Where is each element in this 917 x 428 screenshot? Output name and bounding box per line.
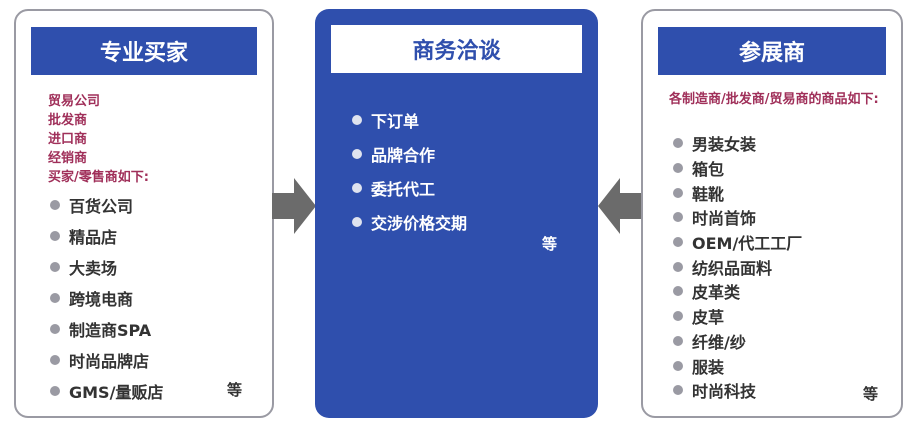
list-item-label: 跨境电商 [69, 289, 134, 309]
list-item: 男装女装 [673, 131, 802, 156]
bullet-icon [50, 230, 60, 241]
bullet-icon [50, 292, 60, 303]
list-item-label: 制造商SPA [69, 320, 152, 340]
negotiation-etc: 等 [542, 235, 558, 253]
list-item-label: 时尚品牌店 [69, 351, 150, 371]
negotiation-title: 商务洽谈 [331, 25, 582, 73]
bullet-icon [352, 149, 362, 159]
list-item: 纺织品面料 [673, 254, 802, 279]
bullet-icon [673, 138, 683, 149]
bullet-icon [352, 115, 362, 125]
list-item-label: 精品店 [69, 227, 118, 247]
list-item: 时尚首饰 [673, 205, 802, 230]
list-item-label: 纤维/纱 [692, 332, 746, 352]
list-item: 品牌合作 [352, 137, 467, 171]
buyers-intro-line: 贸易公司 [48, 94, 101, 109]
list-item: 大卖场 [50, 251, 163, 282]
bullet-icon [50, 199, 60, 210]
buyers-intro: 贸易公司 批发商 进口商 经销商 买家/零售商如下: [48, 92, 149, 187]
list-item: 委托代工 [352, 171, 467, 205]
bullet-icon [673, 237, 683, 248]
bullet-icon [50, 261, 60, 272]
bullet-icon [673, 286, 683, 297]
bullet-icon [673, 311, 683, 322]
list-item-label: 下订单 [371, 112, 420, 131]
exhibitors-panel: 参展商 各制造商/批发商/贸易商的商品如下: 男装女装 箱包 鞋靴 时尚首饰 O… [641, 9, 903, 418]
list-item-label: 大卖场 [69, 258, 118, 278]
bullet-icon [352, 217, 362, 227]
buyers-intro-line: 批发商 [48, 113, 88, 128]
list-item: 服装 [673, 353, 802, 378]
buyers-list: 百货公司 精品店 大卖场 跨境电商 制造商SPA 时尚品牌店 GMS/量贩店 [50, 189, 163, 406]
buyers-intro-line: 进口商 [48, 132, 88, 147]
arrow-right-icon [272, 178, 316, 234]
list-item: OEM/代工工厂 [673, 230, 802, 255]
list-item-label: 时尚科技 [692, 382, 757, 402]
list-item: 箱包 [673, 156, 802, 181]
bullet-icon [673, 385, 683, 396]
negotiation-list: 下订单 品牌合作 委托代工 交涉价格交期 [352, 103, 467, 239]
buyers-panel: 专业买家 贸易公司 批发商 进口商 经销商 买家/零售商如下: 百货公司 精品店… [14, 9, 274, 418]
bullet-icon [673, 163, 683, 174]
list-item: 百货公司 [50, 189, 163, 220]
list-item: 精品店 [50, 220, 163, 251]
list-item: 鞋靴 [673, 180, 802, 205]
buyers-intro-line: 买家/零售商如下: [48, 170, 149, 185]
list-item-label: 箱包 [692, 160, 725, 180]
list-item-label: 百货公司 [69, 196, 134, 216]
buyers-etc: 等 [227, 381, 243, 399]
list-item: 时尚科技 [673, 378, 802, 403]
list-item: 交涉价格交期 [352, 205, 467, 239]
list-item-label: 皮革类 [692, 283, 741, 303]
buyers-title: 专业买家 [31, 27, 257, 75]
list-item-label: 鞋靴 [692, 184, 725, 204]
bullet-icon [673, 335, 683, 346]
list-item-label: 品牌合作 [371, 146, 436, 165]
list-item: 皮革类 [673, 279, 802, 304]
list-item-label: 交涉价格交期 [371, 214, 468, 233]
buyers-intro-line: 经销商 [48, 151, 88, 166]
exhibitors-list: 男装女装 箱包 鞋靴 时尚首饰 OEM/代工工厂 纺织品面料 皮革类 皮草 纤维… [673, 131, 802, 403]
negotiation-panel: 商务洽谈 下订单 品牌合作 委托代工 交涉价格交期 等 [315, 9, 598, 418]
bullet-icon [50, 323, 60, 334]
list-item: 跨境电商 [50, 282, 163, 313]
bullet-icon [673, 360, 683, 371]
exhibitors-intro: 各制造商/批发商/贸易商的商品如下: [669, 92, 879, 107]
bullet-icon [673, 212, 683, 223]
list-item-label: 委托代工 [371, 180, 436, 199]
list-item: 纤维/纱 [673, 329, 802, 354]
list-item: 制造商SPA [50, 313, 163, 344]
bullet-icon [50, 385, 60, 396]
list-item-label: GMS/量贩店 [69, 382, 164, 402]
list-item: 下订单 [352, 103, 467, 137]
list-item: 时尚品牌店 [50, 344, 163, 375]
bullet-icon [352, 183, 362, 193]
list-item-label: OEM/代工工厂 [692, 234, 803, 254]
list-item-label: 男装女装 [692, 135, 757, 155]
list-item-label: 时尚首饰 [692, 209, 757, 229]
bullet-icon [50, 354, 60, 365]
bullet-icon [673, 261, 683, 272]
exhibitors-title: 参展商 [658, 27, 886, 75]
bullet-icon [673, 187, 683, 198]
list-item: GMS/量贩店 [50, 375, 163, 406]
list-item: 皮草 [673, 304, 802, 329]
list-item-label: 服装 [692, 357, 725, 377]
list-item-label: 纺织品面料 [692, 258, 773, 278]
list-item-label: 皮草 [692, 308, 725, 328]
arrow-left-icon [598, 178, 642, 234]
exhibitors-etc: 等 [863, 385, 879, 403]
